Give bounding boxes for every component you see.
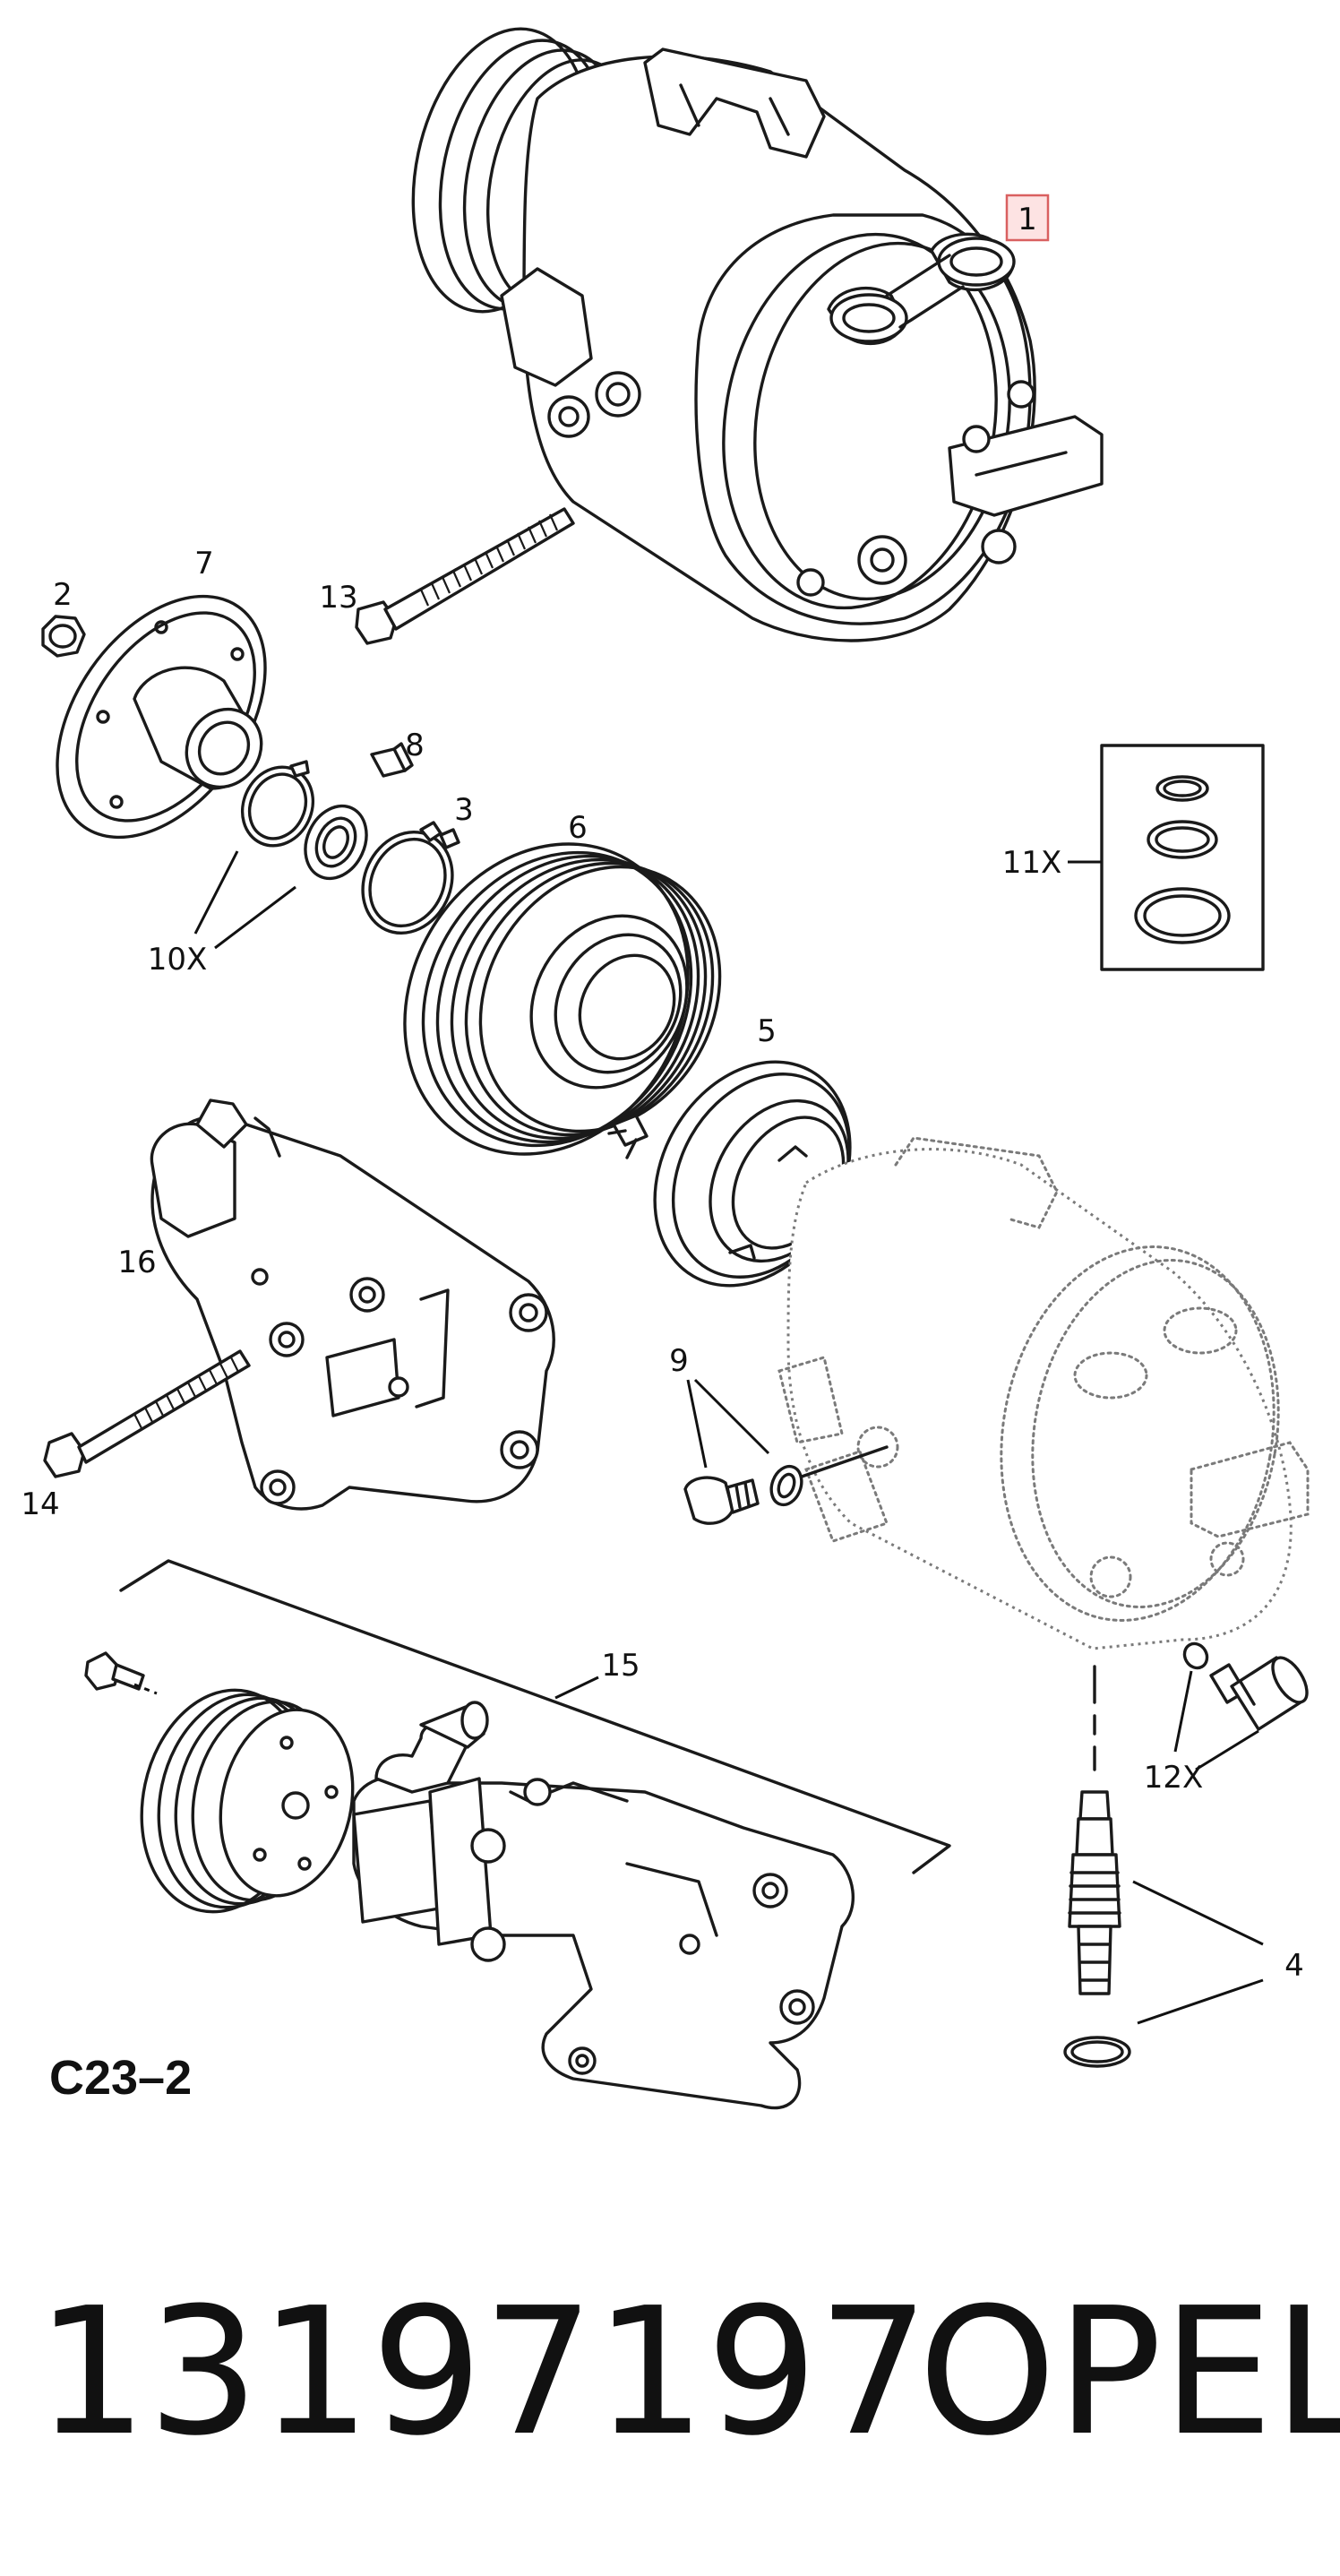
leader-15-bolt <box>133 1683 158 1695</box>
nut-part-2[interactable] <box>41 615 86 658</box>
callout-1: 1 <box>1005 194 1050 242</box>
bolt-part-15[interactable] <box>84 1651 145 1691</box>
compressor-part-1[interactable] <box>389 13 1104 642</box>
callout-label-14: 14 <box>21 1486 59 1522</box>
shim-part-10[interactable] <box>294 796 378 888</box>
pump-pulley-part-15[interactable] <box>122 1675 369 1927</box>
snap-ring-part-10[interactable] <box>230 755 326 857</box>
callout-label-4: 4 <box>1284 1948 1304 1984</box>
part-number: 13197197 <box>36 2270 930 2475</box>
callout-label-1: 1 <box>1018 202 1037 237</box>
compressor-ghost-outline <box>777 1136 1310 1650</box>
callout-label-5: 5 <box>757 1013 777 1049</box>
clutch-plate-part-7[interactable] <box>14 558 308 876</box>
leader-10 <box>193 850 296 950</box>
plug-part-9[interactable] <box>683 1476 760 1525</box>
key-part-8[interactable] <box>370 742 414 778</box>
leader-12 <box>1173 1670 1259 1771</box>
callout-label-11: 11X <box>1002 845 1062 881</box>
pump-bracket-part-16[interactable] <box>150 1098 555 1511</box>
callout-label-10: 10X <box>148 942 208 978</box>
washer-part-9[interactable] <box>766 1445 889 1509</box>
leader-4 <box>1132 1880 1264 2025</box>
retaining-ring-part-4[interactable] <box>1063 2036 1131 2068</box>
callout-label-9: 9 <box>669 1343 689 1379</box>
callout-label-8: 8 <box>405 728 425 763</box>
callout-label-13: 13 <box>319 580 357 616</box>
pulley-part-6[interactable] <box>349 792 767 1206</box>
callout-label-15: 15 <box>601 1648 640 1684</box>
callout-label-2: 2 <box>53 577 73 613</box>
o-ring-set-part-11[interactable] <box>1100 744 1265 971</box>
assembly-bracket-line-15 <box>119 1559 951 1874</box>
leader-15 <box>554 1676 599 1700</box>
leader-9 <box>686 1378 770 1469</box>
callout-label-3: 3 <box>454 792 474 828</box>
callout-label-6: 6 <box>568 810 588 846</box>
brand-name: OPEL <box>918 2270 1340 2475</box>
pump-body-part-15[interactable] <box>352 1701 855 2110</box>
circlip-part-3[interactable] <box>347 817 468 948</box>
callout-label-16: 16 <box>117 1245 156 1280</box>
diagram-code: C23–2 <box>49 2051 192 2105</box>
callout-label-7: 7 <box>194 546 214 582</box>
bolt-part-13[interactable] <box>355 507 575 645</box>
callout-label-12: 12X <box>1144 1760 1204 1796</box>
service-valve-part-4[interactable] <box>1068 1790 1121 1995</box>
pressure-switch-part-12[interactable] <box>1181 1640 1314 1731</box>
bolt-part-14[interactable] <box>43 1349 251 1478</box>
